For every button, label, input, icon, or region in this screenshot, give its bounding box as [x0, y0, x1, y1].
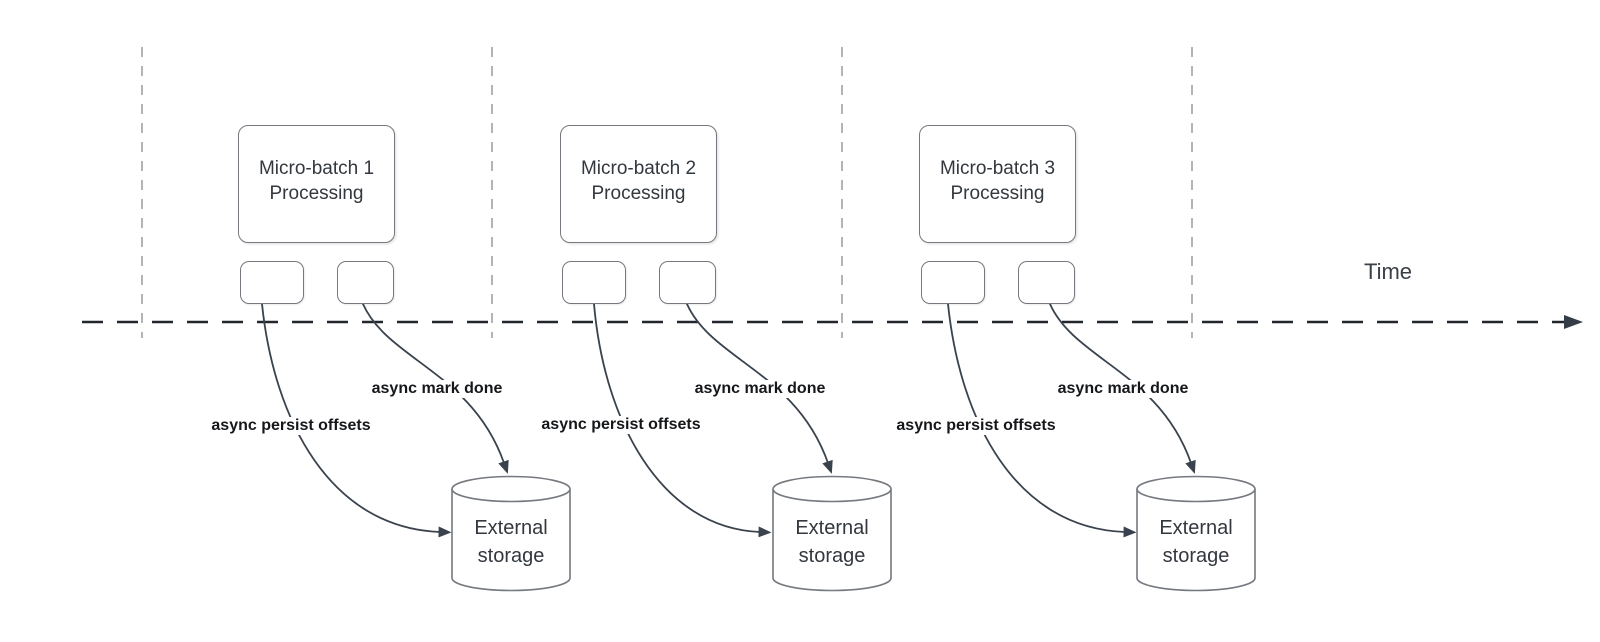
storage-label-line1: External [1159, 517, 1233, 539]
storage-label-line2: storage [798, 545, 866, 567]
persist-offsets-arrow-2 [593, 303, 772, 538]
persist-offsets-label-2: async persist offsets [538, 416, 704, 434]
processing-box-label-line1: Micro-batch 2 [580, 158, 697, 179]
storage-label-line2: storage [477, 545, 545, 567]
processing-box-label: Micro-batch 1 Processing [239, 156, 394, 206]
processing-box-label-line2: Processing [591, 183, 686, 204]
cylinder-body [451, 489, 571, 592]
processing-box-label-line2: Processing [950, 183, 1045, 204]
mark-done-arrow-1 [362, 303, 509, 474]
mark-done-label-1: async mark done [368, 380, 506, 398]
done-task-rect-3 [1018, 261, 1075, 304]
done-task-rect-2 [659, 261, 716, 304]
external-storage-label-3: External storage [1137, 514, 1255, 570]
processing-box-label-line1: Micro-batch 1 [258, 158, 375, 179]
external-storage-cylinder-3 [1136, 475, 1256, 592]
external-storage-label-1: External storage [452, 514, 570, 570]
done-task-rect-1 [337, 261, 394, 304]
external-storage-label-2: External storage [773, 514, 891, 570]
storage-label-line2: storage [1162, 545, 1230, 567]
cylinder-body [1136, 489, 1256, 592]
processing-box-3: Micro-batch 3 Processing [919, 125, 1076, 243]
processing-box-label: Micro-batch 3 Processing [920, 156, 1075, 206]
processing-box-label-line1: Micro-batch 3 [939, 158, 1056, 179]
offset-task-rect-1 [240, 261, 304, 304]
time-axis-arrowhead [1564, 315, 1583, 329]
external-storage-cylinder-2 [772, 475, 892, 592]
external-storage-cylinder-1 [451, 475, 571, 592]
micro-batch-group-2: Micro-batch 2 Processing [560, 125, 717, 304]
persist-offsets-arrow-3 [947, 303, 1137, 538]
mark-done-arrow-2 [686, 303, 833, 474]
micro-batch-group-1: Micro-batch 1 Processing [238, 125, 395, 304]
mark-done-label-2: async mark done [691, 380, 829, 398]
cylinder-top [451, 475, 571, 503]
mark-done-arrow-3 [1049, 303, 1196, 474]
offset-task-rect-2 [562, 261, 626, 304]
persist-offsets-label-1: async persist offsets [208, 417, 374, 435]
storage-label-line1: External [474, 517, 548, 539]
mark-done-label-3: async mark done [1054, 380, 1192, 398]
persist-offsets-label-3: async persist offsets [893, 417, 1059, 435]
processing-box-label-line2: Processing [269, 183, 364, 204]
offset-task-rect-3 [921, 261, 985, 304]
storage-label-line1: External [795, 517, 869, 539]
micro-batch-group-3: Micro-batch 3 Processing [919, 125, 1076, 304]
persist-offsets-arrow-1 [261, 303, 452, 538]
cylinder-top [1136, 475, 1256, 503]
processing-box-label: Micro-batch 2 Processing [561, 156, 716, 206]
cylinder-top [772, 475, 892, 503]
processing-box-1: Micro-batch 1 Processing [238, 125, 395, 243]
time-axis-label: Time [1363, 259, 1413, 284]
cylinder-body [772, 489, 892, 592]
processing-box-2: Micro-batch 2 Processing [560, 125, 717, 243]
